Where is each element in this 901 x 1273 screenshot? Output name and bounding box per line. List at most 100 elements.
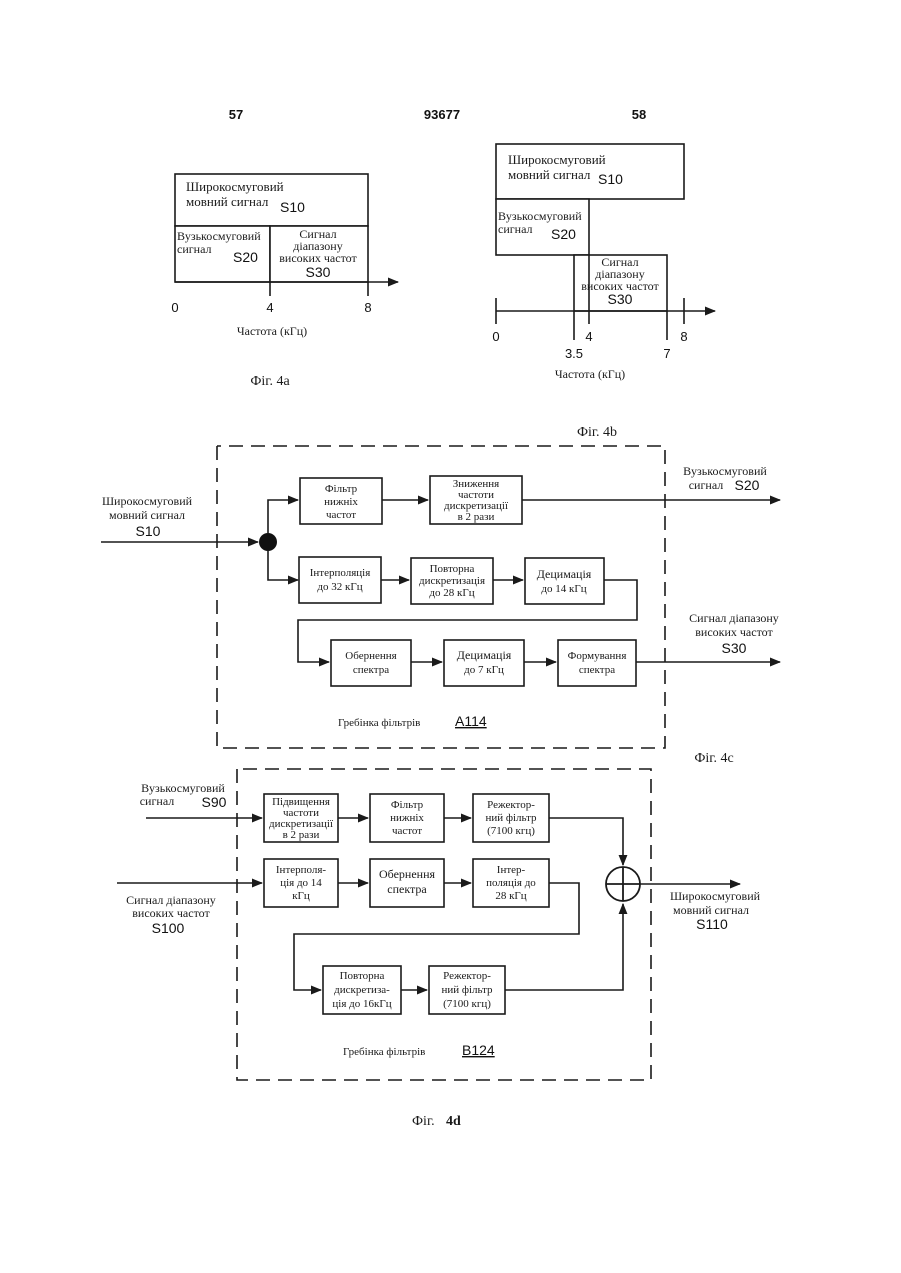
fig4c-decimation-14-block bbox=[525, 558, 604, 604]
fig4a-axis-label: Частота (кГц) bbox=[237, 324, 307, 338]
fig4a-s20-id: S20 bbox=[233, 249, 258, 265]
fig4d-interp28-line1: Інтер- bbox=[497, 864, 526, 876]
fig4d-interp14-line2: ція до 14 bbox=[280, 877, 322, 889]
fig4c-input-id: S10 bbox=[136, 523, 161, 539]
fig4d-notch2-line1: Режектор- bbox=[443, 970, 491, 982]
fig4c-input-label-line1: Широкосмуговий bbox=[102, 494, 193, 508]
fig4c-input-label-line2: мовний сигнал bbox=[109, 508, 185, 522]
fig4d-input2-id: S100 bbox=[152, 920, 185, 936]
fig4a-tick-label-0: 0 bbox=[171, 300, 178, 315]
fig4c-inversion-line2: спектра bbox=[353, 664, 389, 676]
fig4c-inversion-line1: Обернення bbox=[345, 650, 396, 662]
fig4d-input1-id: S90 bbox=[202, 794, 227, 810]
fig4c-bank-id: A114 bbox=[455, 713, 487, 729]
fig4d-bank-label: Гребінка фільтрів bbox=[343, 1046, 425, 1058]
fig4c-lowpass-line1: Фільтр bbox=[325, 483, 358, 495]
fig4d-input1-line2: сигнал bbox=[140, 794, 175, 808]
fig4d-bank-id: B124 bbox=[462, 1042, 495, 1058]
page-number-right: 58 bbox=[632, 107, 646, 122]
fig4d-resampling-line1: Повторна bbox=[340, 970, 385, 982]
fig4c-output1-line2: сигнал bbox=[689, 478, 724, 492]
fig4d-interp14-line3: кГц bbox=[292, 890, 310, 902]
figure-4a: Широкосмуговий мовний сигнал S10 Вузькос… bbox=[171, 174, 398, 389]
fig4d-resampling-line3: ція до 16кГц bbox=[332, 998, 391, 1010]
fig4d-summing-junction bbox=[606, 867, 640, 901]
fig4c-decimation14-line1: Децимація bbox=[537, 567, 592, 581]
fig4d-upsample-line4: в 2 рази bbox=[283, 829, 320, 841]
fig4d-lowpass-line3: частот bbox=[392, 825, 422, 837]
fig4b-tick-label-7: 7 bbox=[663, 346, 670, 361]
fig4c-resampling-line2: дискретизація bbox=[419, 575, 485, 587]
fig4a-s30-id: S30 bbox=[306, 264, 331, 280]
fig4b-s20-label-line1: Вузькосмуговий bbox=[498, 209, 582, 223]
fig4d-input2-line2: високих частот bbox=[132, 906, 210, 920]
figure-4b: Широкосмуговий мовний сигнал S10 Вузькос… bbox=[492, 144, 715, 440]
fig4c-shaping-line2: спектра bbox=[579, 664, 615, 676]
fig4a-s20-label-line2: сигнал bbox=[177, 242, 212, 256]
fig4b-s10-label-line2: мовний сигнал bbox=[508, 167, 591, 182]
fig4b-tick-label-3-5: 3.5 bbox=[565, 346, 583, 361]
fig4d-interp28-line2: поляція до bbox=[486, 877, 536, 889]
fig4b-s20-label-line2: сигнал bbox=[498, 222, 533, 236]
fig4b-tick-label-0: 0 bbox=[492, 329, 499, 344]
fig4a-s10-id: S10 bbox=[280, 199, 305, 215]
fig4c-interpolation-block bbox=[299, 557, 381, 603]
figure-4c: Широкосмуговий мовний сигнал S10 Фільтр … bbox=[101, 446, 780, 766]
fig4b-caption: Фіг. 4b bbox=[577, 425, 617, 440]
page-number-left: 57 bbox=[229, 107, 243, 122]
fig4d-output-id: S110 bbox=[696, 916, 728, 932]
fig4b-tick-label-4: 4 bbox=[585, 329, 592, 344]
fig4a-s20-label-line1: Вузькосмуговий bbox=[177, 229, 261, 243]
fig4d-output-line1: Широкосмуговий bbox=[670, 889, 761, 903]
fig4c-decimation7-line1: Децимація bbox=[457, 648, 512, 662]
fig4c-branch-upper-arrow bbox=[268, 500, 298, 533]
fig4b-s30-id: S30 bbox=[608, 291, 633, 307]
fig4c-output1-line1: Вузькосмуговий bbox=[683, 464, 767, 478]
fig4c-interpolation-line1: Інтерполяція bbox=[310, 567, 371, 579]
fig4c-spectrum-shaping-block bbox=[558, 640, 636, 686]
fig4c-spectrum-inversion-block bbox=[331, 640, 411, 686]
fig4d-notch2-line3: (7100 кгц) bbox=[443, 998, 491, 1010]
fig4c-shaping-line1: Формування bbox=[568, 650, 627, 662]
fig4c-output2-line2: високих частот bbox=[695, 625, 773, 639]
fig4b-s10-label-line1: Широкосмуговий bbox=[508, 152, 606, 167]
fig4c-split-node bbox=[259, 533, 277, 551]
fig4c-lowpass-line2: нижніх bbox=[324, 496, 358, 508]
fig4c-output1-id: S20 bbox=[735, 477, 760, 493]
fig4c-output2-line1: Сигнал діапазону bbox=[689, 611, 779, 625]
fig4a-s30-label-line3: високих частот bbox=[279, 251, 357, 265]
patent-number: 93677 bbox=[424, 107, 460, 122]
fig4d-output-line2: мовний сигнал bbox=[673, 903, 749, 917]
fig4d-input2-line1: Сигнал діапазону bbox=[126, 893, 216, 907]
fig4c-downsample-line4: в 2 рази bbox=[458, 511, 495, 523]
fig4b-s10-id: S10 bbox=[598, 171, 623, 187]
fig4c-resampling-line1: Повторна bbox=[430, 563, 475, 575]
fig4b-axis-label: Частота (кГц) bbox=[555, 367, 625, 381]
fig4d-interp14-line1: Інтерполя- bbox=[276, 864, 327, 876]
fig4c-decimation14-line2: до 14 кГц bbox=[541, 583, 586, 595]
fig4d-caption-number: 4d bbox=[446, 1114, 461, 1129]
figure-4d: Вузькосмуговий сигнал S90 Підвищення час… bbox=[117, 769, 761, 1129]
fig4c-decimation-7-block bbox=[444, 640, 524, 686]
fig4c-interpolation-line2: до 32 кГц bbox=[317, 581, 362, 593]
fig4b-s20-id: S20 bbox=[551, 226, 576, 242]
fig4d-input1-line1: Вузькосмуговий bbox=[141, 781, 225, 795]
fig4d-inversion-line1: Обернення bbox=[379, 867, 436, 881]
fig4c-caption: Фіг. 4с bbox=[694, 751, 733, 766]
fig4a-tick-label-4: 4 bbox=[266, 300, 273, 315]
fig4d-interp28-line3: 28 кГц bbox=[495, 890, 526, 902]
fig4c-decimation7-line2: до 7 кГц bbox=[464, 664, 504, 676]
fig4d-notch1-line2: ний фільтр bbox=[485, 812, 537, 824]
fig4d-inversion-line2: спектра bbox=[387, 882, 427, 896]
fig4b-tick-label-8: 8 bbox=[680, 329, 687, 344]
fig4d-connector-notch2-to-sum bbox=[505, 904, 623, 990]
fig4a-caption: Фіг. 4а bbox=[250, 374, 290, 389]
fig4c-output2-id: S30 bbox=[722, 640, 747, 656]
fig4a-s10-label-line1: Широкосмуговий bbox=[186, 179, 284, 194]
fig4c-resampling-line3: до 28 кГц bbox=[429, 587, 474, 599]
fig4d-lowpass-line2: нижніх bbox=[390, 812, 424, 824]
fig4d-resampling-line2: дискретиза- bbox=[334, 984, 390, 996]
fig4c-branch-lower-arrow bbox=[268, 551, 298, 580]
fig4c-lowpass-line3: частот bbox=[326, 509, 356, 521]
